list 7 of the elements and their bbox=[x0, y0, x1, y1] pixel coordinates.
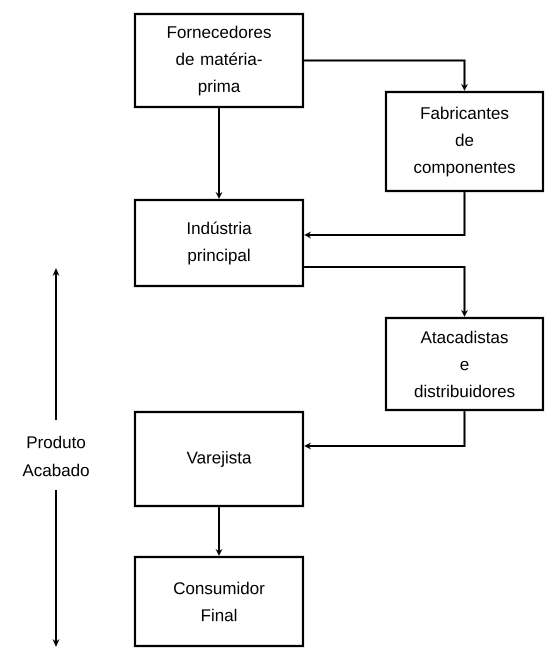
process-box: Indústria principal bbox=[134, 198, 304, 288]
process-box: Atacadistas e distribuidores bbox=[384, 316, 544, 412]
process-box: Consumidor Final bbox=[134, 556, 304, 648]
axis-label: Produto Acabado bbox=[22, 436, 89, 476]
process-box: Varejista bbox=[134, 410, 304, 508]
process-box: Fornecedores de matéria-prima bbox=[134, 12, 304, 108]
process-box: Fabricantes de componentes bbox=[384, 90, 544, 192]
